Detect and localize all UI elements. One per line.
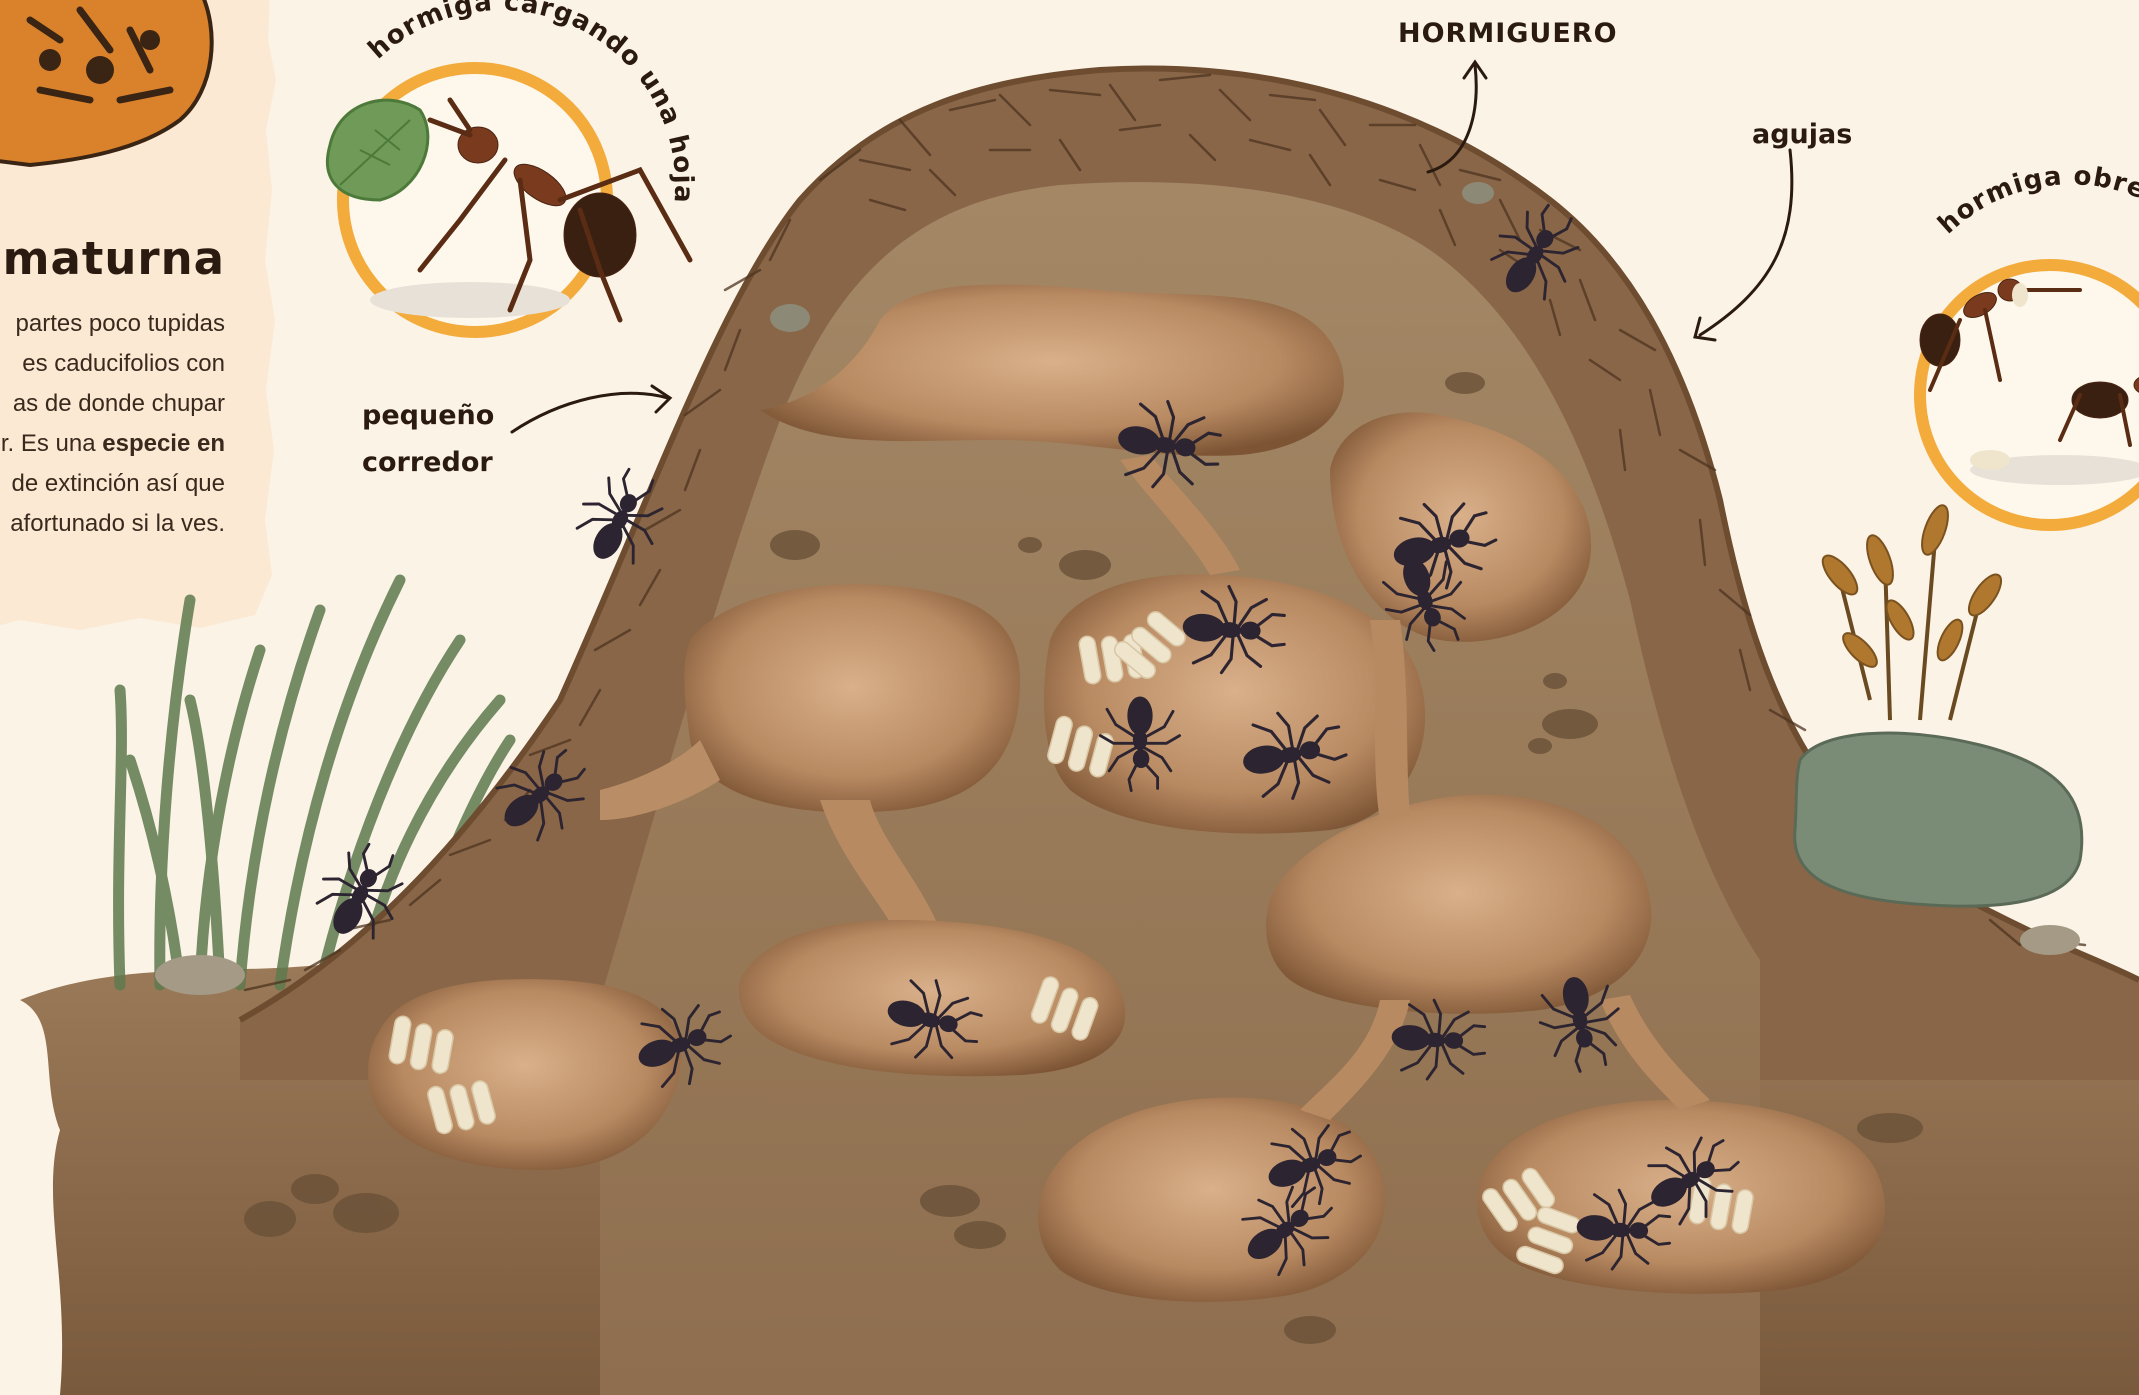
label-agujas: agujas [1752,119,1852,150]
sidebar-text-segment: r. Es una [1,430,102,457]
label-corredor-line1: pequeño [362,392,494,439]
label-pequeno-corredor: pequeño corredor [362,392,494,486]
sidebar-text-line: de extinción así que [0,464,225,504]
sidebar-text-line: partes poco tupidas [0,304,225,344]
sidebar-text-line: es caducifolios con [0,344,225,384]
sidebar-text-line: afortunado si la ves. [0,504,225,544]
label-corredor-line2: corredor [362,439,494,486]
badge-worker-ant-caption: hormiga obre [1932,161,2139,240]
sidebar-description: partes poco tupidas es caducifolios con … [0,304,225,544]
label-hormiguero: HORMIGUERO [1398,18,1618,49]
badge-worker-ant [1920,265,2139,525]
shrub-icon [1817,502,2007,720]
sidebar-text-emphasis: especie en [102,430,225,457]
sidebar-text-line: as de donde chupar [0,384,225,424]
badge-leaf-ant [327,68,690,332]
sidebar-text-line: r. Es una especie en [0,424,225,464]
chamber-bottom-left [368,979,681,1170]
sidebar-title: s maturna [0,232,225,285]
